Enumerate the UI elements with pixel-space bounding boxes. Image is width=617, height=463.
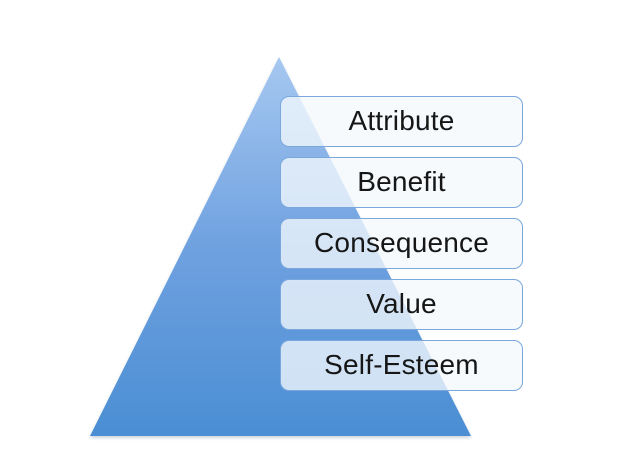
pyramid-level-label: Self-Esteem (324, 348, 479, 380)
pyramid-level-box-self-esteem: Self-Esteem (280, 340, 523, 391)
pyramid-level-label: Benefit (357, 165, 446, 197)
pyramid-level-box-benefit: Benefit (280, 157, 523, 208)
pyramid-level-label: Consequence (314, 226, 489, 258)
pyramid-level-box-consequence: Consequence (280, 218, 523, 269)
pyramid-level-box-value: Value (280, 279, 523, 330)
pyramid-level-label: Value (366, 287, 437, 319)
pyramid-level-box-attribute: Attribute (280, 96, 523, 147)
pyramid-level-label: Attribute (348, 104, 455, 136)
